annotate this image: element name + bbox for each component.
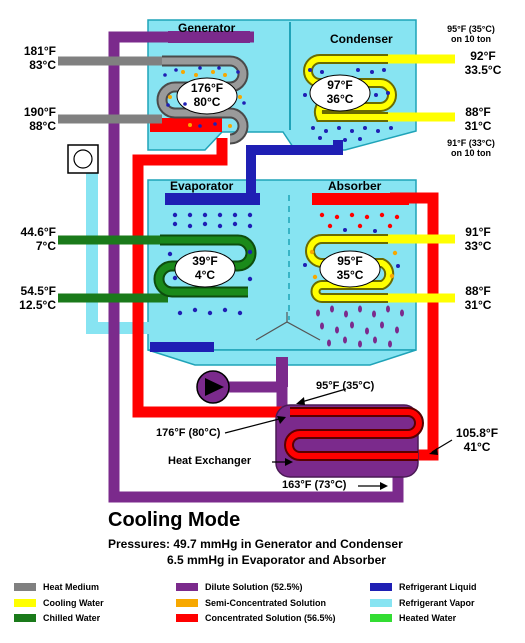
condenser-label: Condenser (330, 32, 393, 46)
legend-item-heated-water: Heated Water (370, 612, 456, 624)
legend-swatch (370, 599, 392, 607)
hx-conc-in-temp: 176°F (80°C) (156, 427, 221, 439)
absorber-purple-droplets (316, 305, 404, 348)
legend-swatch (14, 614, 36, 622)
evaporator-droplets (167, 212, 253, 316)
conc-return-line (390, 192, 439, 461)
pump-arrow (205, 378, 224, 396)
heat-exchanger-label: Heat Exchanger (168, 455, 252, 467)
pump-stub (276, 357, 288, 387)
generator-spray-header (168, 31, 250, 43)
condenser-note-top: 95°F (35°C)on 10 ton (447, 24, 495, 45)
legend-swatch (176, 583, 198, 591)
condenser-note-bottom: 91°F (33°C)on 10 ton (447, 138, 495, 159)
generator-vapor-dots (163, 66, 246, 128)
concentrated-line (132, 138, 290, 418)
legend-swatch (14, 599, 36, 607)
evaporator-temp-bubble (174, 250, 236, 288)
refrigerant-line (246, 140, 343, 198)
condenser-droplets (303, 68, 393, 142)
legend-swatch (176, 599, 198, 607)
mode-title: Cooling Mode (108, 509, 241, 531)
evaporator-label: Evaporator (170, 179, 234, 193)
condenser-temp-bubble (309, 74, 371, 112)
legend-swatch (14, 583, 36, 591)
legend-item-refrigerant-vapor: Refrigerant Vapor (370, 597, 475, 609)
generator-temp-bubble (176, 77, 238, 115)
generator-label: Generator (178, 21, 236, 35)
absorber-orange-droplets (309, 249, 398, 280)
hx-dilute-in-temp: 95°F (35°C) (316, 380, 375, 392)
absorber-temp-bubble (319, 250, 381, 288)
legend-swatch (370, 614, 392, 622)
legend-item-chilled-water: Chilled Water (14, 612, 100, 624)
absorber-blue-droplets (303, 228, 400, 268)
legend-item-heat-medium: Heat Medium (14, 581, 99, 593)
absorber-spray-header (312, 193, 409, 205)
absorber-label: Absorber (328, 179, 382, 193)
legend-item-concentrated: Concentrated Solution (56.5%) (176, 612, 336, 624)
evaporator-sump (150, 342, 214, 352)
pressure-line-1: Pressures: 49.7 mmHg in Generator and Co… (108, 537, 403, 551)
legend-swatch (370, 583, 392, 591)
absorber-red-droplets (319, 212, 400, 229)
generator-sump (150, 118, 222, 132)
legend-item-semi-concentrated: Semi-Concentrated Solution (176, 597, 326, 609)
pressure-line-2: 6.5 mmHg in Evaporator and Absorber (167, 553, 386, 567)
generator-droplets (168, 70, 242, 128)
dilute-line (108, 31, 404, 503)
legend-item-dilute-solution: Dilute Solution (52.5%) (176, 581, 303, 593)
legend-item-refrigerant-liquid: Refrigerant Liquid (370, 581, 477, 593)
legend-swatch (176, 614, 198, 622)
legend-item-cooling-water: Cooling Water (14, 597, 104, 609)
evaporator-spray-header (165, 193, 260, 205)
hx-dilute-out-temp: 163°F (73°C) (282, 479, 347, 491)
